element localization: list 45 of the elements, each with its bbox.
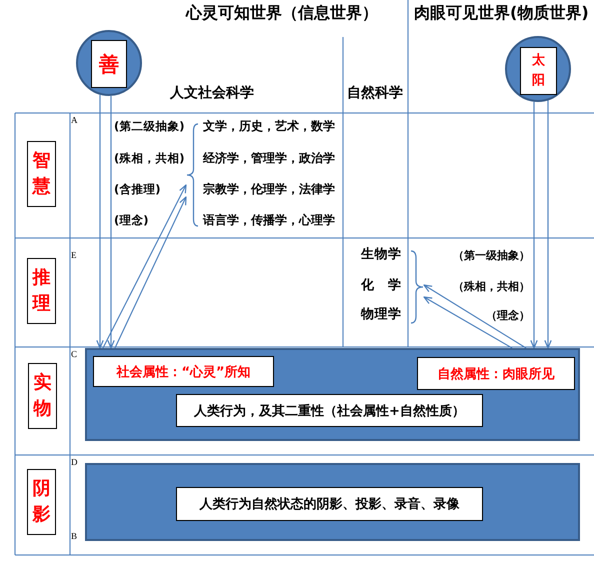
row-letter: A	[71, 115, 78, 125]
arrow	[423, 284, 526, 348]
column-heading: 自然科学	[347, 84, 403, 102]
discipline-list: 经济学，管理学，政治学	[203, 150, 335, 166]
label-card: 善	[91, 40, 127, 88]
discipline-list: 宗教学，伦理学，法律学	[203, 181, 335, 197]
arrow	[102, 184, 187, 348]
row-label: 智慧	[27, 141, 56, 207]
abstraction-note: (殊相，共相)	[114, 150, 185, 166]
row-label: 实物	[28, 363, 57, 429]
science-name: 化 学	[361, 278, 401, 294]
row-letter: C	[71, 349, 78, 359]
arrow	[96, 94, 104, 349]
row-label: 推理	[27, 258, 56, 324]
row-letter: D	[71, 457, 78, 467]
text-card: 人类行为自然状态的阴影、投影、录音、录像	[176, 487, 483, 521]
abstraction-note: (第二级抽象)	[114, 118, 185, 134]
section-heading: 肉眼可见世界(物质世界)	[414, 3, 589, 23]
arrow	[530, 102, 538, 349]
science-name: 生物学	[361, 247, 401, 263]
section-heading: 心灵可知世界（信息世界）	[186, 3, 378, 23]
row-label: 阴影	[27, 469, 56, 535]
column-heading: 人文社会科学	[170, 84, 254, 102]
abstraction-note: (含推理)	[114, 181, 161, 197]
discipline-list: 语言学，传播学，心理学	[203, 212, 335, 228]
row-letter: B	[71, 531, 78, 541]
arrow	[114, 196, 187, 348]
abstraction-note: (理念)	[114, 212, 149, 228]
arrow	[107, 96, 115, 349]
panel-box	[85, 348, 580, 441]
text-card: 自然属性：肉眼所见	[417, 357, 575, 390]
panel-box	[85, 463, 580, 541]
row-letter: E	[71, 250, 76, 260]
arrow	[544, 100, 552, 349]
label-card: 太阳	[520, 47, 557, 95]
text-card: 人类行为，及其二重性（社会属性+自然性质）	[176, 394, 483, 427]
curly-brace	[410, 250, 424, 324]
science-name: 物理学	[361, 307, 401, 323]
abstraction-note: （殊相，共相）	[453, 280, 530, 292]
arrow	[423, 296, 512, 348]
abstraction-note: （第一级抽象）	[453, 248, 530, 262]
text-card: 社会属性：“心灵”所知	[93, 356, 274, 387]
discipline-list: 文学，历史，艺术，数学	[203, 118, 335, 134]
curly-brace	[186, 123, 199, 227]
abstraction-note: （理念）	[486, 308, 530, 322]
